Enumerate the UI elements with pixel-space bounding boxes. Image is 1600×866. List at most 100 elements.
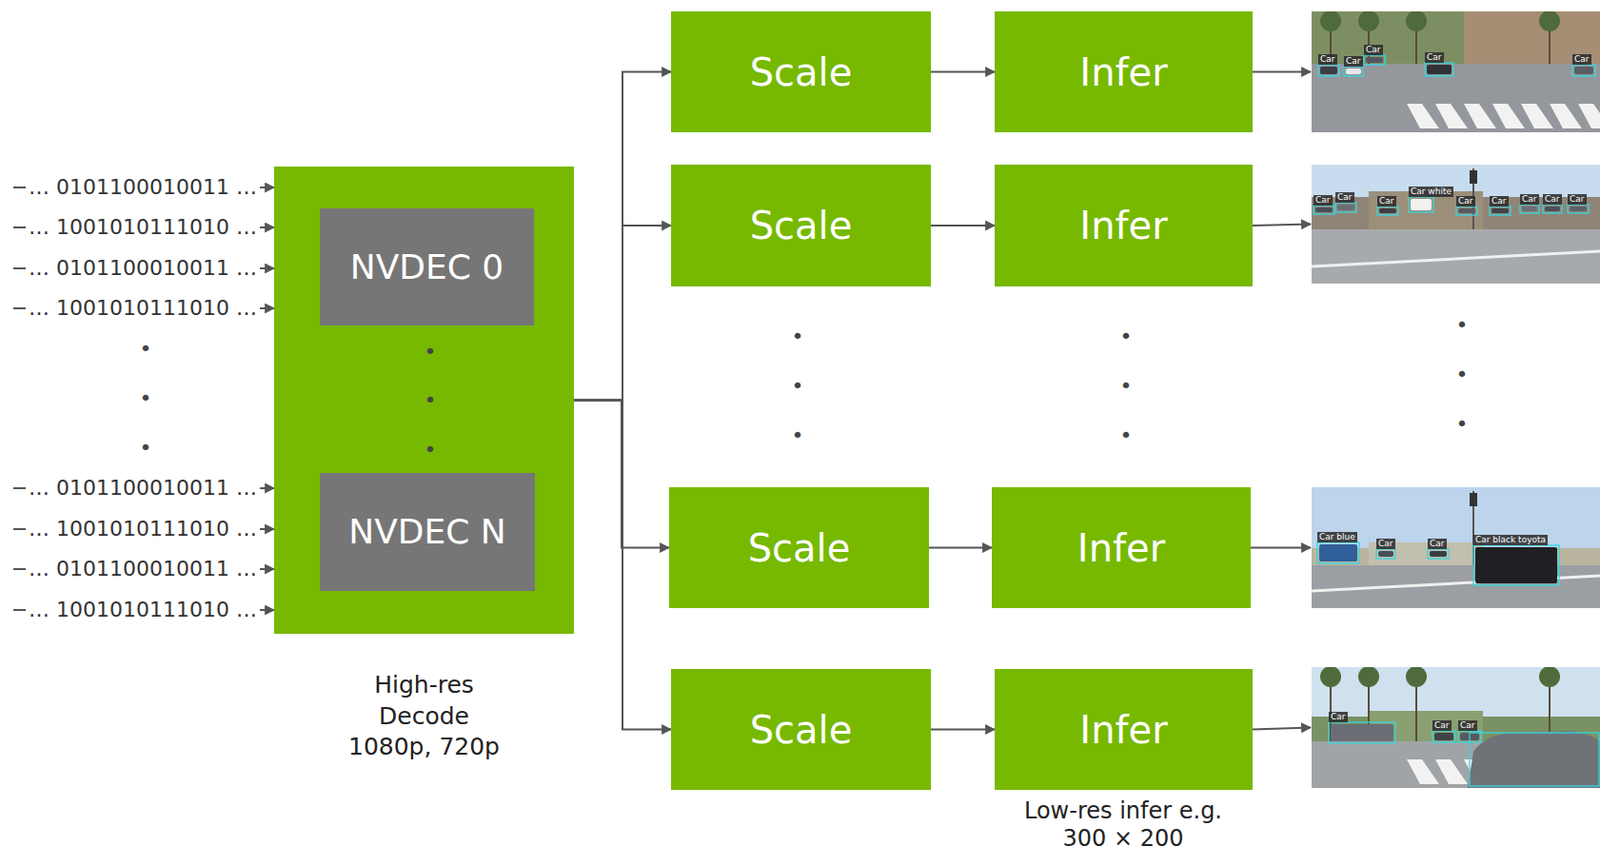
flow-connector — [573, 225, 672, 401]
column-caption: Low-res infer e.g. 300 × 200 — [1013, 797, 1233, 853]
crosswalk-stripe — [1435, 103, 1468, 129]
car — [1426, 64, 1452, 75]
crosswalk-stripe — [1492, 103, 1525, 129]
detection-tag: Car white — [1408, 186, 1454, 198]
crosswalk-stripe — [1549, 103, 1582, 129]
box-label: Scale — [750, 202, 853, 249]
detection-box — [1542, 204, 1562, 214]
infer-box: Infer — [994, 669, 1253, 791]
box-label: Infer — [1079, 707, 1167, 753]
crosswalk-stripe — [1578, 103, 1600, 129]
car — [1345, 68, 1362, 75]
detection-box — [1408, 197, 1434, 213]
detection-box — [1456, 206, 1478, 216]
sky — [1311, 11, 1600, 133]
detection-tag: Car — [1343, 56, 1363, 67]
camera-frame — [1311, 667, 1600, 789]
crosswalk-stripe — [1520, 103, 1554, 129]
crosswalk-stripe — [1463, 103, 1497, 129]
detection-box — [1313, 205, 1335, 215]
car — [1320, 66, 1338, 75]
box-label: Infer — [1077, 525, 1166, 572]
block-caption: High-res Decode 1080p, 720p — [334, 670, 515, 764]
ellipsis-dot: • — [1120, 374, 1133, 399]
infer-box: Infer — [994, 164, 1253, 287]
building — [1368, 191, 1483, 232]
crosswalk-stripe — [1406, 103, 1440, 129]
box-label: NVDEC N — [348, 511, 507, 553]
detection-tag: Car — [1458, 720, 1478, 731]
detection-tag: Car — [1572, 54, 1592, 65]
car — [1429, 551, 1447, 557]
bitstream-text: … 1001010111010 … — [25, 516, 260, 542]
tree-crown — [1320, 11, 1342, 32]
tree-crown — [1405, 667, 1427, 688]
detection-tag: Car — [1376, 538, 1396, 550]
car — [1330, 724, 1394, 742]
tree-crown — [1358, 667, 1380, 688]
detection-box — [1473, 545, 1560, 586]
ellipsis-dot: • — [139, 435, 153, 461]
flow-connector — [930, 729, 995, 731]
camera-frame — [1311, 11, 1600, 133]
tree-crown — [1405, 11, 1427, 32]
tree-crown — [1358, 11, 1380, 32]
sky — [1311, 667, 1600, 789]
car — [1544, 206, 1561, 212]
road — [1311, 63, 1600, 133]
detection-tag: Car — [1313, 195, 1333, 206]
detection-box — [1424, 62, 1454, 77]
ellipsis-dot: • — [139, 336, 153, 362]
detection-tag: Car — [1427, 538, 1447, 550]
detection-box — [1432, 730, 1456, 743]
bitstream-text: … 1001010111010 … — [25, 296, 260, 321]
box-label: NVDEC 0 — [350, 246, 505, 288]
box-label: Infer — [1079, 202, 1167, 249]
tree-crown — [1539, 667, 1561, 688]
road — [1311, 229, 1600, 284]
car — [1434, 732, 1454, 741]
flow-connector — [930, 224, 995, 227]
tree-crown — [1539, 11, 1561, 32]
car — [1475, 547, 1558, 584]
box-label: Infer — [1079, 49, 1167, 96]
detection-tag: Car — [1432, 720, 1452, 731]
ellipsis-dot: • — [1456, 362, 1469, 388]
detection-box — [1469, 732, 1600, 787]
output-arrow — [1250, 547, 1311, 550]
lane-marking — [1311, 251, 1600, 267]
detection-box — [1376, 549, 1396, 559]
sky — [1311, 487, 1600, 609]
detection-box — [1572, 64, 1596, 77]
detection-box — [1489, 206, 1511, 216]
ellipsis-dot: • — [791, 374, 805, 399]
detection-tag: Car — [1328, 711, 1348, 723]
detection-box — [1328, 722, 1396, 744]
box-label: Scale — [750, 707, 853, 753]
ellipsis-dot: • — [1456, 412, 1469, 437]
car — [1319, 544, 1358, 562]
detection-tag: Car — [1318, 54, 1338, 65]
traffic-light — [1469, 493, 1478, 507]
car — [1315, 207, 1333, 213]
flow-connector — [573, 400, 672, 731]
decoder-block: High-res Decode 1080p, 720pNVDEC 0NVDEC … — [274, 166, 574, 634]
detection-box — [1427, 549, 1449, 559]
car — [1379, 208, 1397, 214]
ellipsis-dot: • — [139, 386, 153, 412]
bitstream-text: … 0101100010011 … — [25, 175, 260, 200]
detection-tag: Car — [1424, 52, 1444, 63]
detection-tag: Car — [1377, 196, 1397, 207]
tree-crown — [1320, 667, 1342, 688]
car — [1458, 208, 1476, 214]
nvdec-engine: NVDEC N — [319, 473, 535, 592]
bitstream-text: … 1001010111010 … — [25, 215, 260, 240]
ellipsis-dot: • — [791, 324, 805, 350]
detection-box — [1377, 206, 1399, 216]
building — [1463, 11, 1600, 71]
scale-box: Scale — [671, 164, 931, 287]
detection-box — [1318, 64, 1340, 77]
detection-box — [1343, 66, 1363, 77]
ellipsis-dot: • — [1120, 324, 1133, 350]
